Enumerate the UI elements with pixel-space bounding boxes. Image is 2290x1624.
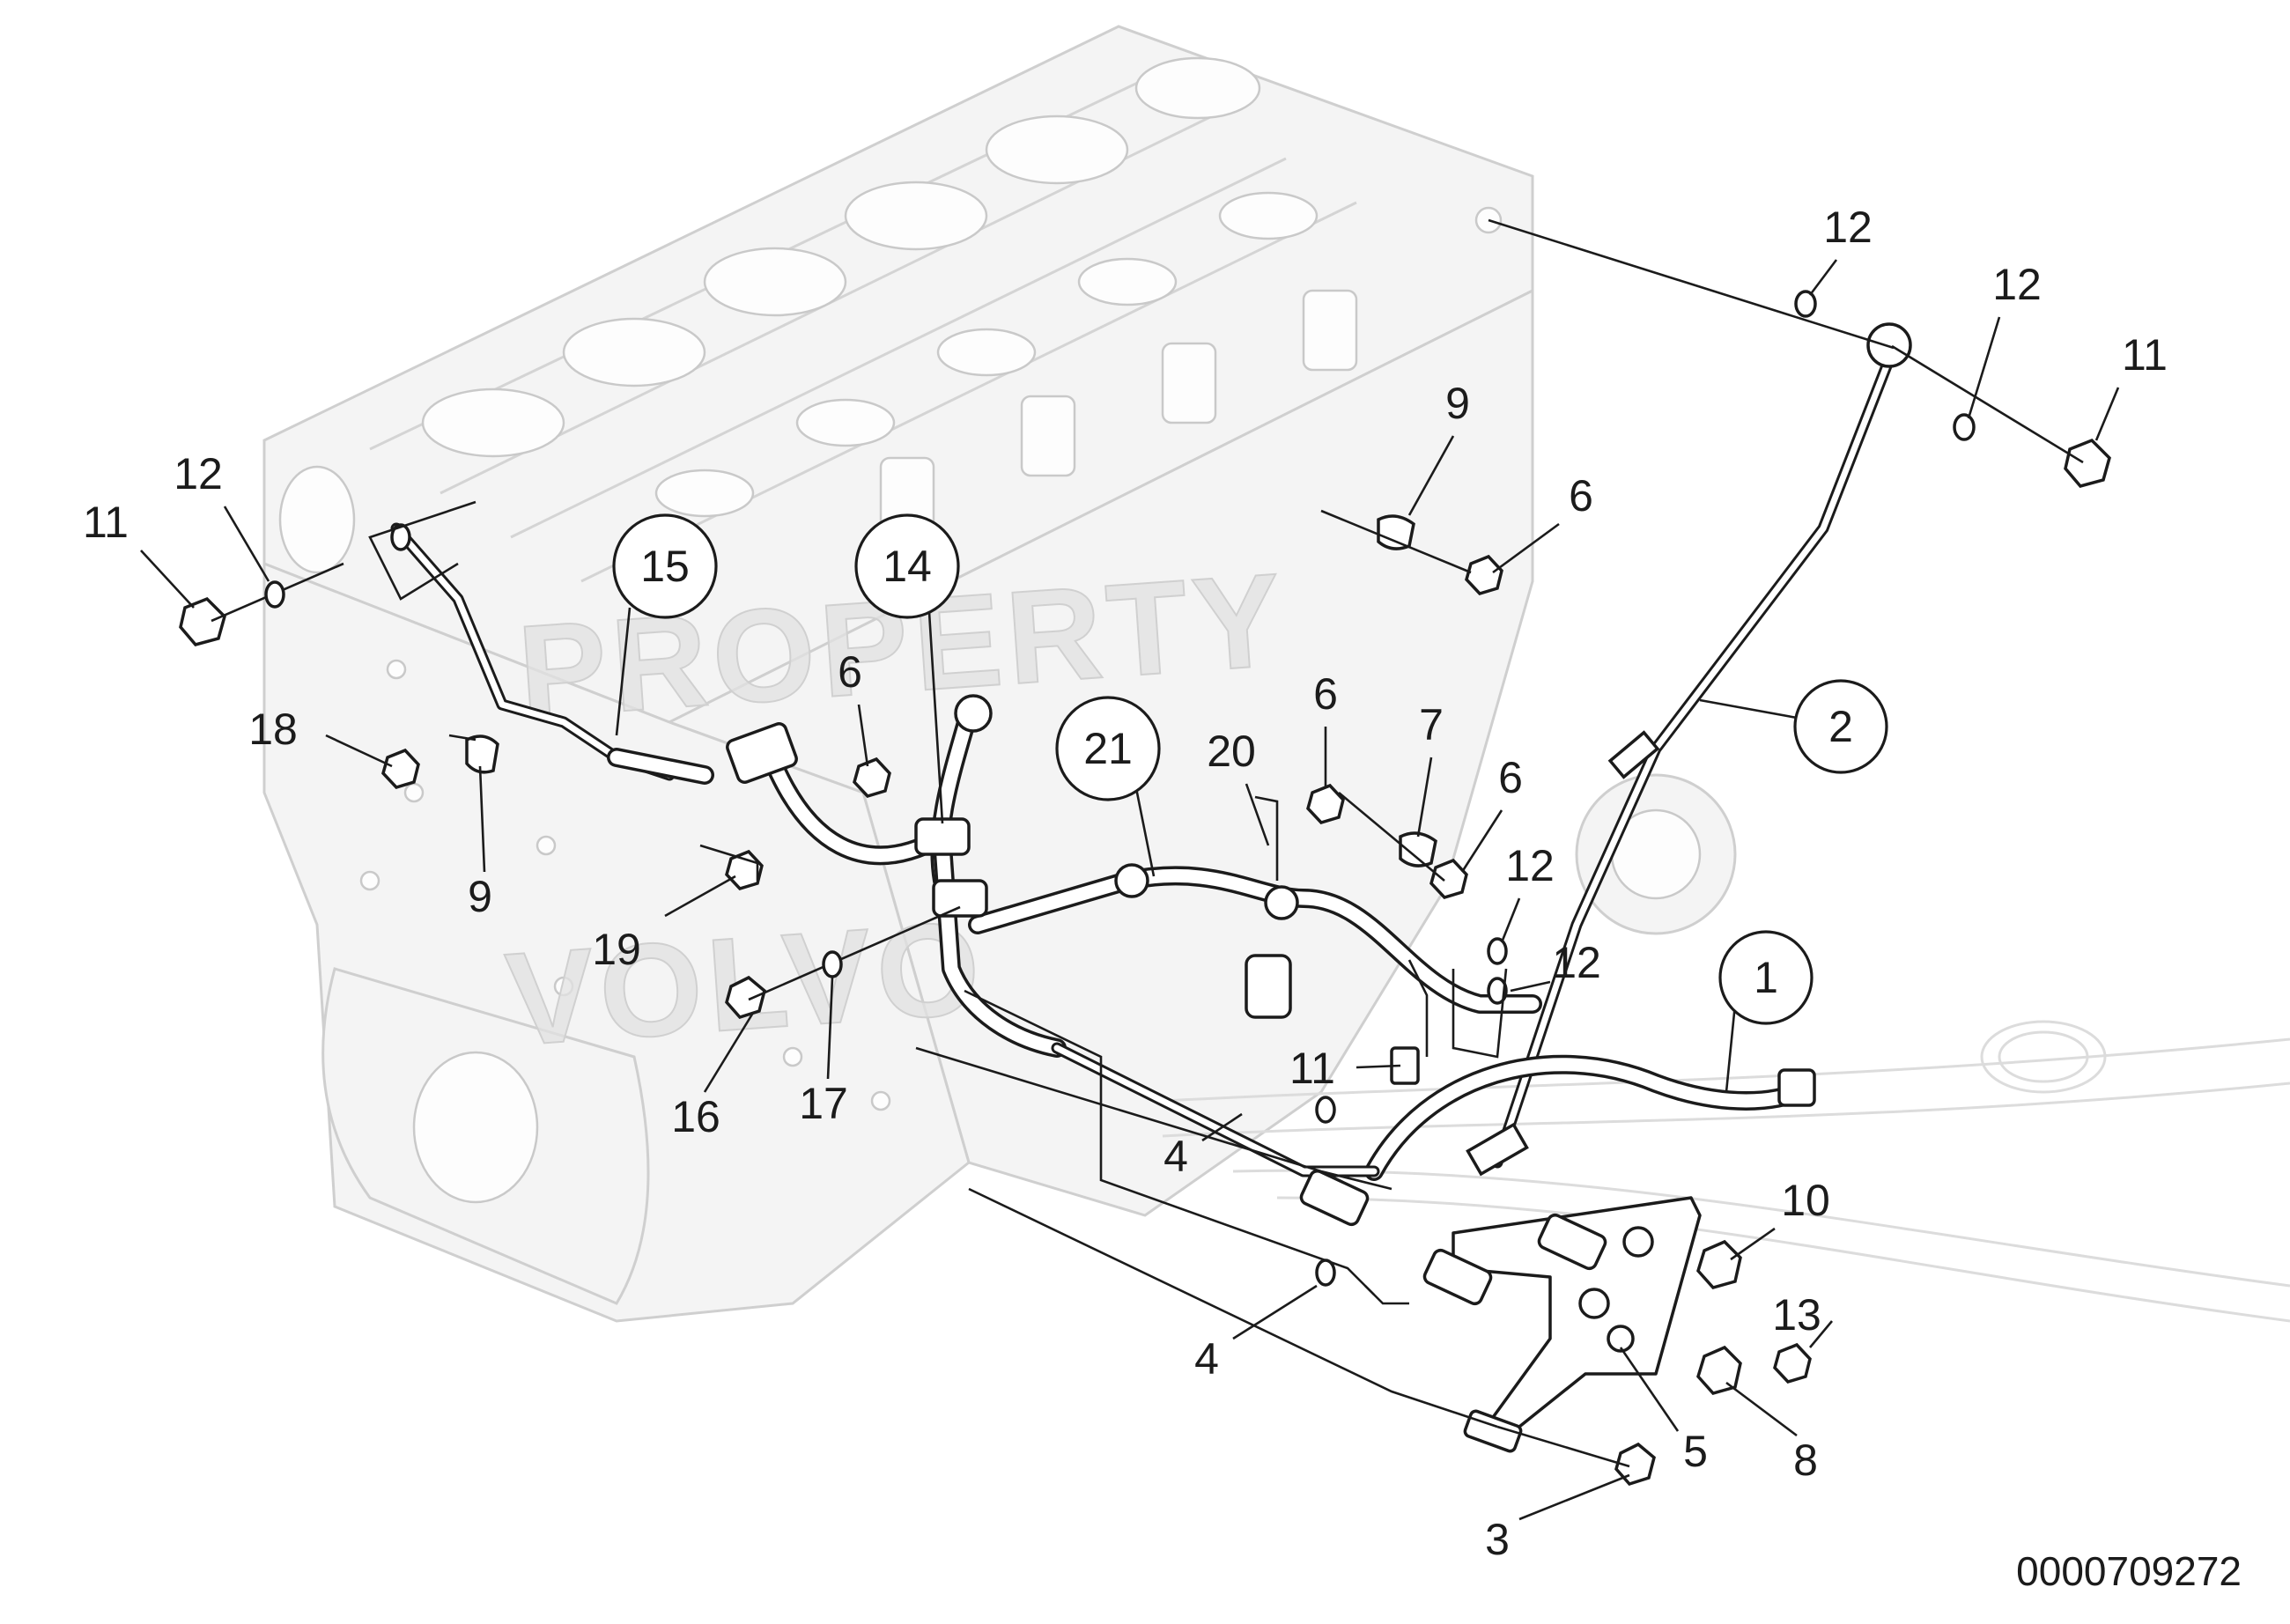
hose-21 (968, 863, 1542, 1014)
label-12-c: 12 (1505, 841, 1555, 890)
hose-15 (390, 522, 714, 785)
label-19: 19 (592, 925, 641, 974)
label-4-b: 4 (1194, 1334, 1219, 1384)
callout-1: 1 (1718, 930, 1814, 1093)
bolt-icon (725, 905, 961, 1020)
label-6-a: 6 (838, 647, 862, 697)
label-group-left: 11 12 18 9 19 16 17 6 (83, 449, 869, 1141)
label-12-b: 12 (1992, 260, 2042, 309)
label-15: 15 (640, 542, 690, 591)
label-12-a: 12 (1823, 203, 1873, 252)
label-2: 2 (1828, 702, 1853, 751)
document-number: 0000709272 (2016, 1548, 2242, 1594)
pipe-2 (1466, 322, 1912, 1177)
hose-1 (1364, 1054, 1816, 1181)
sensor-icon (1051, 954, 1380, 1177)
clamp-icon (465, 514, 1437, 867)
label-5: 5 (1683, 1427, 1708, 1476)
label-group-center: 20 6 7 6 9 6 12 12 11 4 4 (1163, 379, 1601, 1384)
label-12-left: 12 (174, 449, 223, 498)
sensor-icon (1299, 1169, 1607, 1306)
label-6-c: 6 (1498, 753, 1523, 802)
washer-icon (264, 523, 411, 609)
harness-ghost (1162, 1020, 2290, 1323)
bolt-icon (1891, 344, 2111, 488)
label-20: 20 (1207, 727, 1256, 776)
bolt-icon (1496, 1425, 1656, 1487)
callout-14: 14 (854, 513, 960, 824)
label-11-center: 11 (1289, 1044, 1335, 1093)
label-13: 13 (1772, 1290, 1821, 1340)
callout-15: 15 (612, 513, 718, 736)
label-11-right: 11 (2122, 330, 2168, 380)
label-21: 21 (1083, 724, 1133, 773)
tee-fitting (726, 722, 988, 918)
bracket-5 (1452, 1196, 1702, 1453)
label-10: 10 (1781, 1176, 1830, 1225)
label-16: 16 (671, 1092, 720, 1141)
washer-icon (822, 937, 1508, 1287)
label-9-left: 9 (468, 872, 492, 921)
label-7: 7 (1419, 700, 1444, 749)
label-3: 3 (1485, 1515, 1510, 1564)
label-1: 1 (1754, 953, 1778, 1002)
callout-2: 2 (1699, 679, 1888, 774)
label-9-right: 9 (1445, 379, 1470, 428)
label-18: 18 (248, 705, 298, 754)
label-6-b: 6 (1313, 669, 1338, 719)
label-4-a: 4 (1163, 1132, 1188, 1181)
washer-icon (1794, 290, 1976, 441)
callout-21: 21 (1055, 696, 1161, 877)
label-6-d: 6 (1569, 471, 1593, 520)
label-12-d: 12 (1552, 938, 1601, 987)
label-14: 14 (883, 542, 932, 591)
label-11-left: 11 (83, 498, 129, 547)
label-group-right: 12 12 11 10 13 8 5 3 (1485, 203, 2168, 1564)
label-8: 8 (1793, 1436, 1818, 1485)
nut-icon (1696, 1239, 1812, 1395)
hose-14 (765, 694, 1067, 1058)
assembly-guide-lines (368, 218, 1895, 1428)
label-17: 17 (799, 1079, 848, 1128)
